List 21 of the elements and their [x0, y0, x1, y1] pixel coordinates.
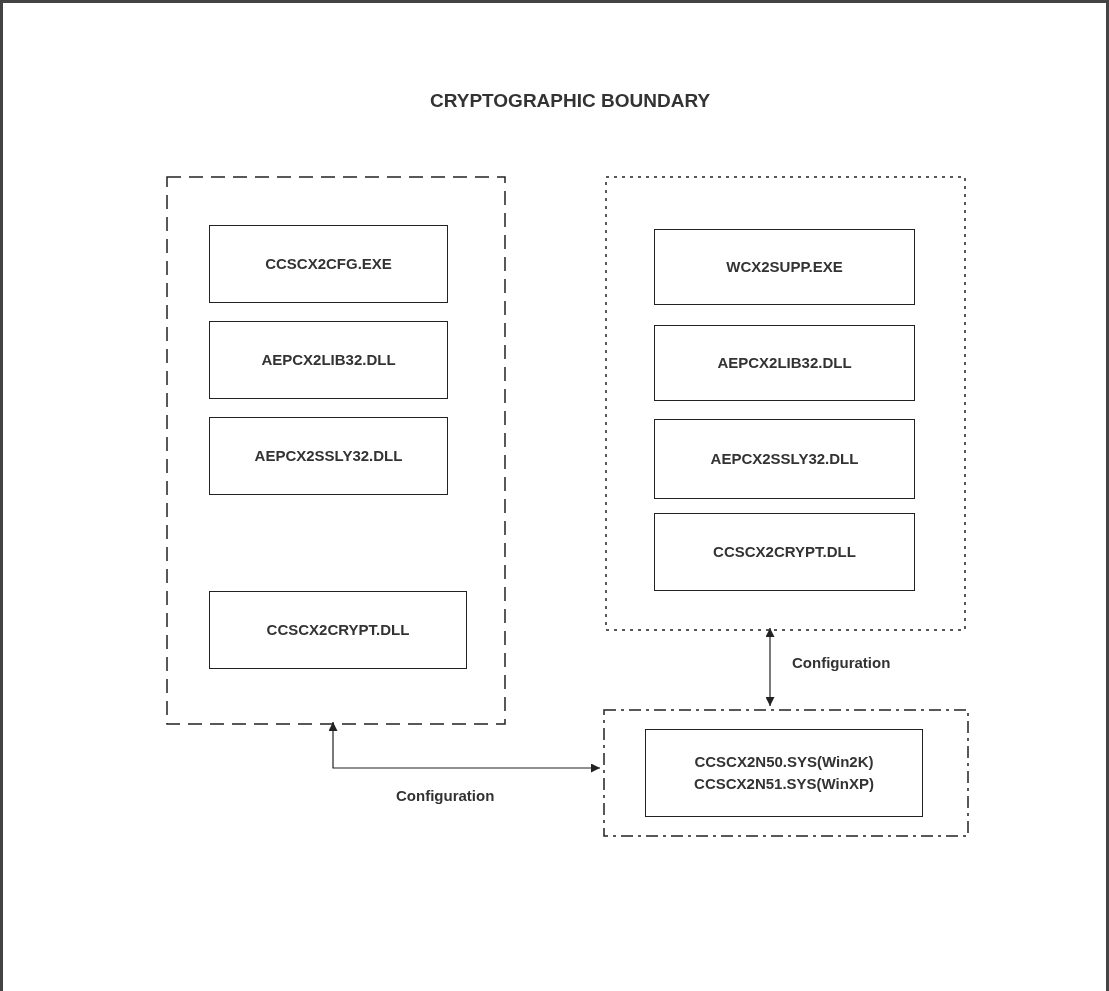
module-name: CCSCX2CRYPT.DLL — [266, 620, 410, 640]
module-box — [209, 321, 448, 399]
module-name: AEPCX2SSLY32.DLL — [710, 449, 859, 469]
connector-arrow — [328, 721, 601, 773]
boundary-title: CRYPTOGRAPHIC BOUNDARY — [430, 89, 711, 113]
module-name: CCSCX2CRYPT.DLL — [713, 542, 856, 562]
connector-arrow — [765, 627, 775, 707]
module-name: CCSCX2CFG.EXE — [265, 254, 392, 274]
module-box — [645, 729, 923, 817]
module-name: WCX2SUPP.EXE — [726, 257, 843, 277]
module-name: AEPCX2LIB32.DLL — [717, 353, 852, 373]
module-name: AEPCX2SSLY32.DLL — [254, 446, 403, 466]
module-box — [654, 513, 915, 591]
module-name: AEPCX2LIB32.DLL — [261, 350, 396, 370]
module-box — [209, 591, 467, 669]
module-box — [209, 225, 448, 303]
module-box — [654, 229, 915, 305]
module-name: CCSCX2N50.SYS(Win2K) CCSCX2N51.SYS(WinXP) — [693, 752, 875, 794]
module-box — [654, 419, 915, 499]
module-box — [654, 325, 915, 401]
module-box — [209, 417, 448, 495]
